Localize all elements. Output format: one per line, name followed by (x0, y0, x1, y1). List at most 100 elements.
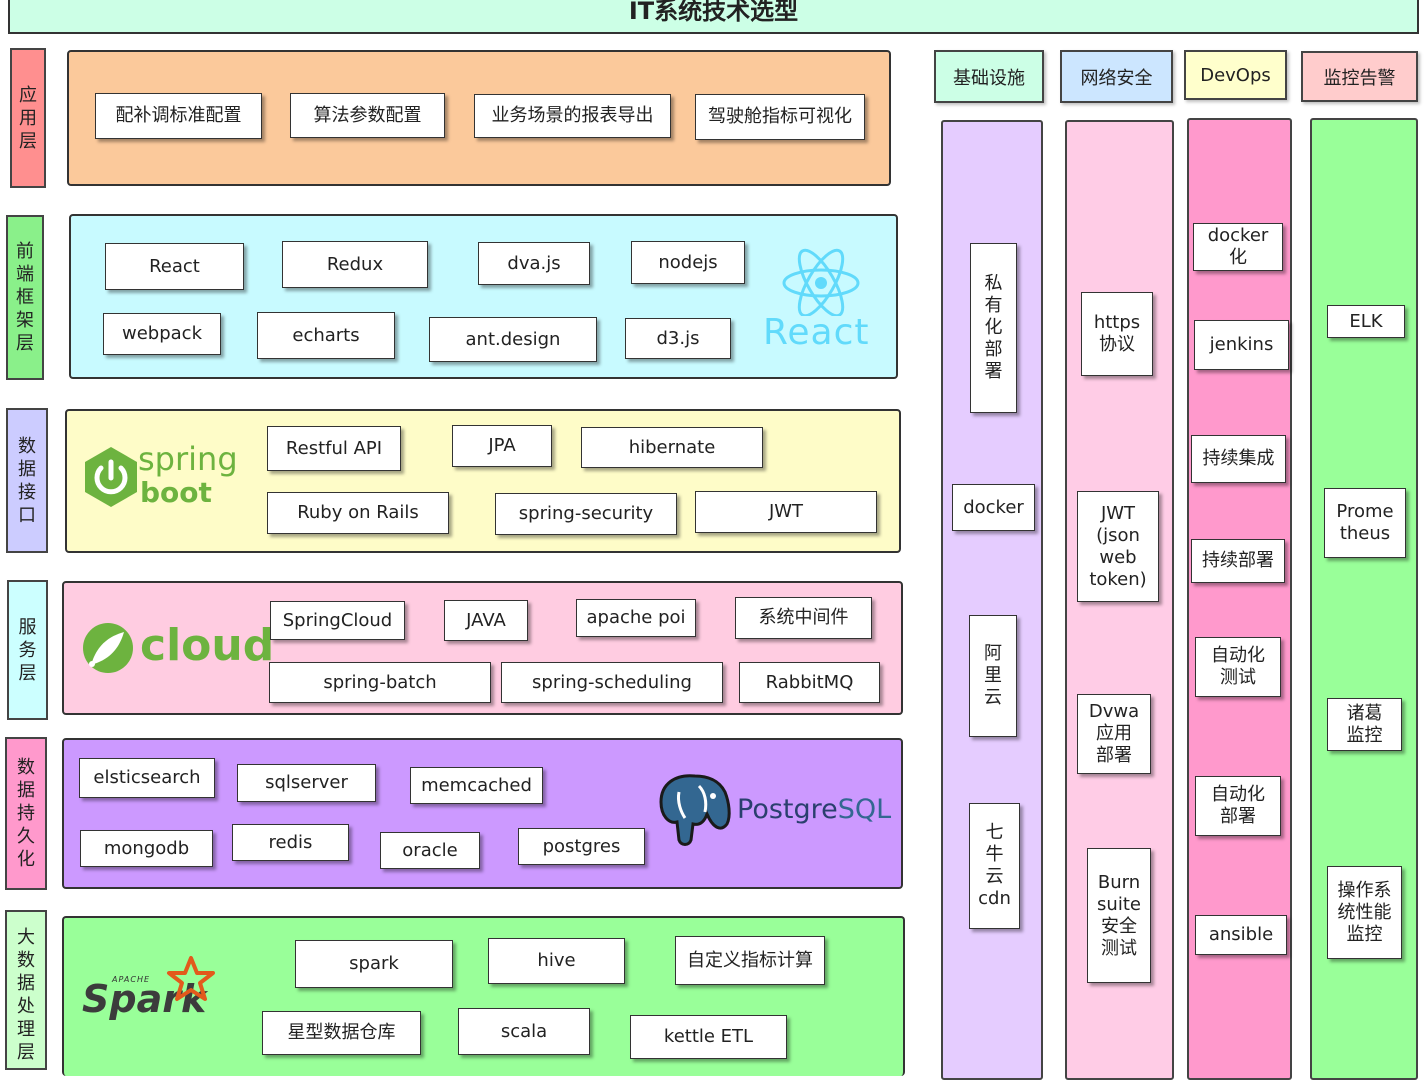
text-line: docker (963, 496, 1024, 518)
infra-item-docker: docker (952, 484, 1035, 531)
label-char: 持 (17, 803, 35, 824)
text-line: 化 (1229, 247, 1247, 268)
text-line: 七 (985, 822, 1004, 843)
text-line: 统性能 (1337, 901, 1392, 923)
text-line: ansible (1208, 924, 1274, 945)
text-line: 安全 (1101, 915, 1137, 937)
text-line: Burn (1097, 871, 1141, 893)
label-char: 服 (18, 616, 37, 638)
service-item-middleware: 系统中间件 (735, 597, 872, 639)
bigdata-item-custom-metrics: 自定义指标计算 (675, 936, 825, 985)
api-item-ruby-on-rails: Ruby on Rails (267, 492, 449, 534)
text-line: (json (1096, 524, 1140, 546)
label-char: 数 (18, 435, 36, 457)
persistence-item-oracle: oracle (380, 832, 480, 869)
text-line: 监控 (1346, 724, 1383, 746)
frontend-item-dvajs: dva.js (478, 242, 590, 285)
infra-item-private-deploy: 私 有 化 部 署 (970, 243, 1017, 413)
label-char: 前 (16, 241, 34, 262)
text-line: 协议 (1099, 334, 1135, 355)
column-header-infra: 基础设施 (934, 50, 1044, 103)
text-line: 测试 (1220, 667, 1256, 688)
service-item-spring-batch: spring-batch (269, 662, 491, 703)
monitor-item-os-performance: 操作系 统性能 监控 (1327, 866, 1402, 959)
spring-cloud-logo: cloud (78, 618, 274, 678)
layer-label-app: 应 用 层 (10, 48, 46, 188)
bigdata-item-scala: scala (458, 1008, 590, 1055)
service-item-java: JAVA (444, 600, 528, 641)
text-line: 诸葛 (1346, 702, 1383, 724)
app-item-standard-config: 配补调标准配置 (95, 93, 262, 139)
monitor-item-elk: ELK (1327, 305, 1405, 338)
page-title: IT系统技术选型 (8, 0, 1419, 34)
text-line: 化 (984, 317, 1003, 338)
bigdata-item-hive: hive (488, 938, 625, 984)
label-char: 口 (18, 504, 36, 526)
label-char: 数 (17, 757, 35, 778)
service-item-spring-scheduling: spring-scheduling (501, 662, 723, 703)
label-char: 层 (18, 662, 37, 684)
postgresql-logo-text: PostgreSQL (737, 794, 891, 825)
security-item-burpsuite: Burn suite 安全 测试 (1087, 848, 1151, 983)
postgresql-logo: PostgreSQL (655, 772, 895, 850)
label-char: 接 (18, 481, 36, 503)
text-line: theus (1339, 523, 1391, 544)
label-char: 据 (17, 973, 35, 994)
api-item-spring-security: spring-security (495, 493, 677, 535)
postgres-elephant-icon (659, 774, 731, 846)
cloud-logo-text: cloud (140, 620, 275, 671)
label-char: 层 (17, 1042, 35, 1063)
monitor-item-zhuge: 诸葛 监控 (1327, 698, 1402, 751)
api-item-jpa: JPA (452, 425, 552, 467)
column-header-devops: DevOps (1184, 50, 1287, 100)
infra-item-qiniu-cdn: 七 牛 云 cdn (969, 803, 1020, 929)
text-line: docker (1207, 225, 1269, 246)
frontend-item-echarts: echarts (257, 312, 395, 359)
persistence-item-memcached: memcached (410, 767, 543, 804)
label-char: 据 (17, 780, 35, 801)
label-char: 务 (18, 639, 37, 661)
text-line: 持续集成 (1202, 448, 1275, 469)
text-line: 部 (984, 339, 1003, 360)
react-logo: React (755, 246, 885, 356)
bigdata-item-spark: spark (295, 940, 453, 988)
security-item-https: https 协议 (1081, 292, 1153, 376)
label-char: 用 (19, 107, 37, 129)
text-line: 云 (985, 866, 1004, 887)
sql-text: SQL (837, 794, 892, 825)
text-line: 部署 (1220, 806, 1256, 827)
text-line: 部署 (1096, 745, 1132, 766)
label-char: 架 (16, 310, 34, 331)
devops-item-auto-test: 自动化 测试 (1195, 637, 1281, 697)
spring-boot-logo: spring boot (78, 440, 248, 515)
text-line: 有 (984, 295, 1003, 316)
spark-star-icon (167, 956, 215, 1001)
react-logo-text: React (763, 312, 870, 353)
text-line: 自动化 (1211, 784, 1265, 805)
frontend-item-antdesign: ant.design (429, 317, 597, 362)
frontend-item-react: React (105, 243, 244, 290)
label-char: 处 (17, 996, 35, 1017)
text-line: jenkins (1209, 334, 1274, 355)
label-char: 框 (16, 287, 34, 308)
text-line: ELK (1349, 310, 1383, 332)
layer-label-persistence: 数 据 持 久 化 (5, 737, 47, 890)
text-line: 阿 (984, 643, 1002, 664)
layer-label-frontend: 前 端 框 架 层 (6, 215, 44, 380)
text-line: 监控 (1346, 923, 1383, 945)
security-item-dvwa: Dvwa 应用 部署 (1077, 694, 1151, 774)
infra-item-aliyun: 阿 里 云 (969, 615, 1017, 737)
spring-leaf-icon (83, 623, 133, 673)
service-item-rabbitmq: RabbitMQ (739, 662, 880, 703)
label-char: 久 (17, 826, 35, 847)
text-line: web (1099, 546, 1137, 568)
label-char: 层 (16, 333, 34, 354)
label-char: 应 (19, 84, 37, 106)
text-line: 私 (984, 273, 1003, 294)
devops-item-jenkins: jenkins (1194, 320, 1289, 370)
text-line: 牛 (985, 844, 1004, 865)
layer-label-service: 服 务 层 (7, 580, 48, 720)
frontend-item-webpack: webpack (103, 313, 221, 355)
devops-item-ci: 持续集成 (1191, 435, 1286, 483)
postgre-text: Postgre (737, 794, 838, 825)
